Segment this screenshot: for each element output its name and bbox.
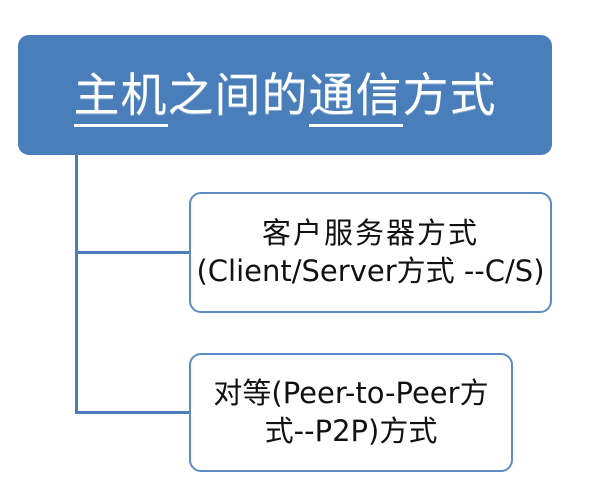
child-node-peer-to-peer-line-2: 式--P2P)方式 xyxy=(264,413,438,448)
connector-branch-to-peer-to-peer xyxy=(75,411,191,414)
connector-branch-to-client-server xyxy=(75,251,191,254)
child-node-peer-to-peer[interactable]: 对等(Peer-to-Peer方 式--P2P)方式 xyxy=(189,353,513,472)
child-node-client-server[interactable]: 客户服务器方式 (Client/Server方式 --C/S) xyxy=(189,192,552,313)
root-node-label-part-1: 主机 xyxy=(73,67,168,127)
root-node-label-part-4: 方式 xyxy=(402,67,497,122)
root-node-label-part-3: 通信 xyxy=(308,67,403,127)
connector-vertical-trunk xyxy=(75,155,78,414)
child-node-client-server-line-2: (Client/Server方式 --C/S) xyxy=(196,253,545,288)
child-node-peer-to-peer-line-1: 对等(Peer-to-Peer方 xyxy=(213,376,489,411)
root-node-communication-methods[interactable]: 主机之间的通信方式 xyxy=(18,35,552,155)
child-node-client-server-line-1: 客户服务器方式 xyxy=(261,216,479,251)
root-node-label: 主机之间的通信方式 xyxy=(73,67,497,127)
root-node-label-part-2: 之间的 xyxy=(167,67,309,122)
